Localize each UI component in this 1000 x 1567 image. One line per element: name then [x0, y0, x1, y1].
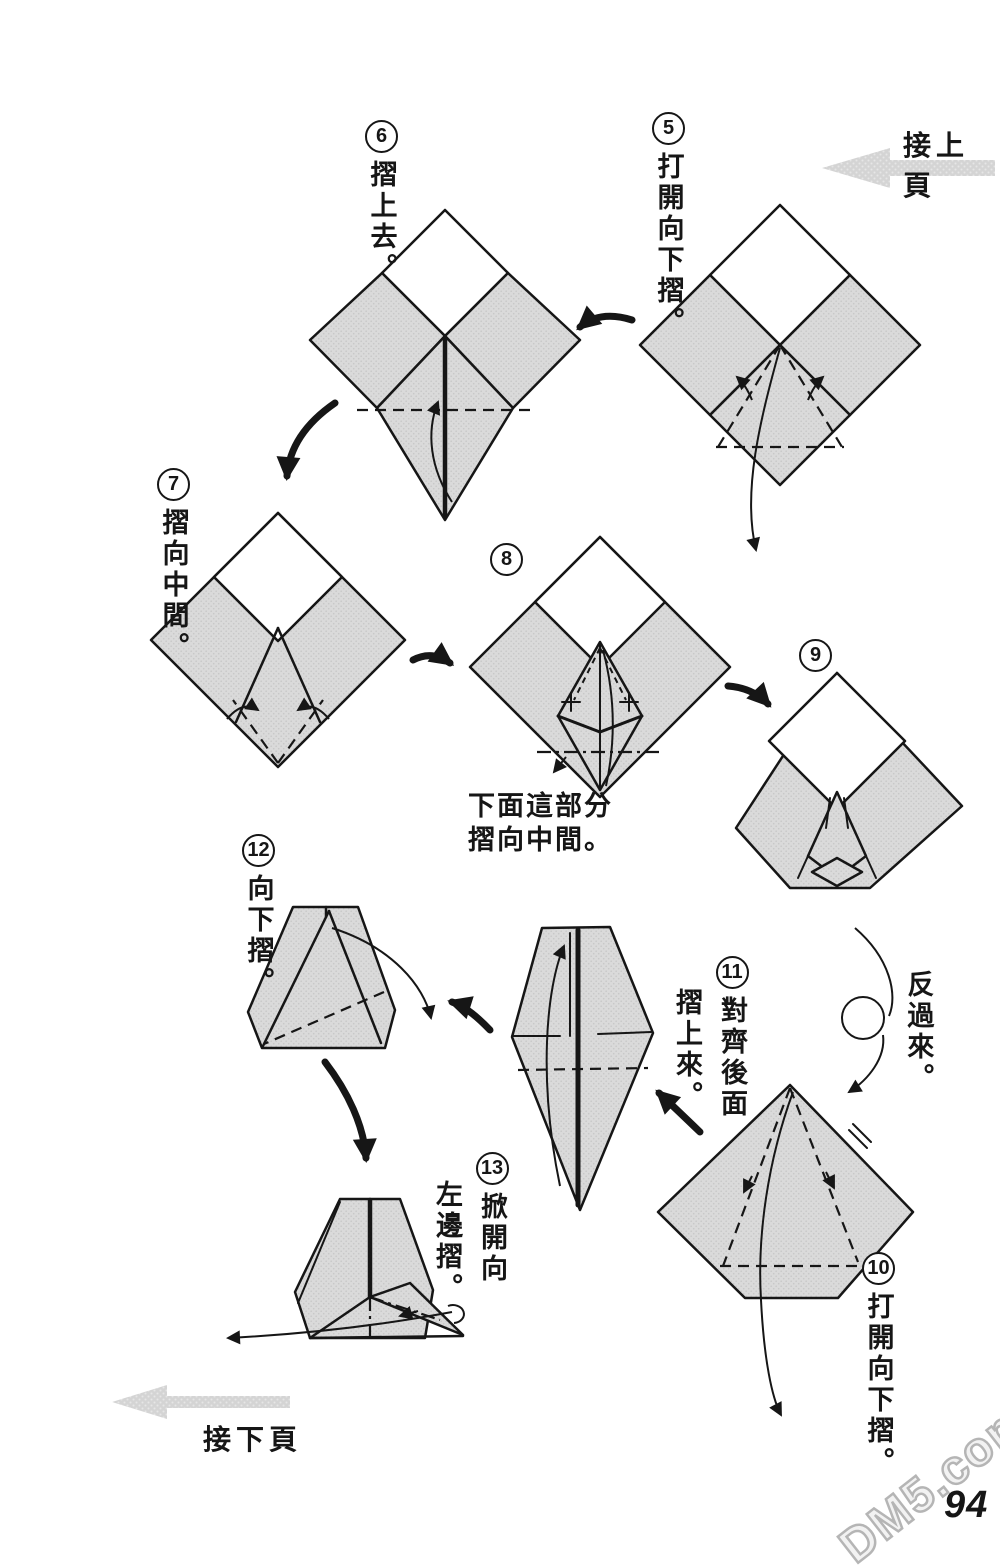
- prev-page-label: 接上頁: [903, 130, 970, 201]
- step-5-number-badge: 5: [652, 112, 685, 145]
- step-6-label: 6 摺上去。: [365, 120, 398, 284]
- step-7-label: 7 摺向中間。: [157, 468, 190, 663]
- step-11-number-badge: 11: [715, 956, 749, 989]
- step-9-number-badge: 9: [799, 639, 832, 672]
- step-8-figure: [468, 535, 732, 799]
- step-5-figure: [638, 203, 922, 552]
- page-number: 94: [944, 1484, 989, 1526]
- step-10-caption: 打開向下摺。: [863, 1292, 894, 1478]
- step-12-figure: [246, 905, 436, 1050]
- step-13-figure: [226, 1197, 465, 1345]
- flow-arrow-12-13: [321, 1058, 377, 1163]
- flow-arrow-5-6: [576, 305, 636, 331]
- step-8-note: 下面這部分 摺向中間。: [468, 790, 613, 858]
- step-13-caption-col2: 左邊摺。: [432, 1180, 462, 1304]
- step-6-figure: [308, 208, 582, 522]
- step-5-caption: 打開向下摺。: [653, 152, 684, 338]
- next-page-label: 接下頁: [203, 1424, 303, 1455]
- step-8-number-badge: 8: [490, 543, 523, 576]
- flow-arrow-10-11: [655, 1089, 704, 1136]
- step-7-figure: [149, 511, 407, 769]
- step-11-label: 11對齊後面 摺上來。: [668, 956, 752, 1120]
- step-13-label: 13掀開向 左邊摺。: [428, 1152, 512, 1304]
- step-6-caption: 摺上去。: [366, 160, 397, 284]
- flow-arrow-6-7: [276, 399, 339, 481]
- prev-page-arrow-icon: [822, 148, 995, 188]
- step-11-caption-col1: 11對齊後面: [713, 956, 752, 1120]
- step-11-figure: [510, 925, 655, 1212]
- flow-arrow-11-12: [447, 996, 494, 1034]
- step-6-number-badge: 6: [365, 120, 398, 153]
- step-7-caption: 摺向中間。: [158, 508, 189, 663]
- step-13-caption-col1: 13掀開向: [473, 1152, 512, 1304]
- step-10-label: 10 打開向下摺。: [862, 1252, 895, 1478]
- flow-arrow-7-8: [409, 642, 455, 667]
- step-9-figure: [734, 671, 964, 890]
- step-8-note-line1: 下面這部分: [468, 791, 613, 821]
- step-11-caption-col2: 摺上來。: [672, 988, 702, 1112]
- step-10-number-badge: 10: [862, 1252, 895, 1285]
- flip-over-note: 反過來。: [903, 970, 934, 1094]
- flow-arrow-8-9: [724, 681, 772, 708]
- step-12-number-badge: 12: [242, 834, 275, 867]
- step-7-number-badge: 7: [157, 468, 190, 501]
- step-12-caption: 向下摺。: [243, 874, 274, 998]
- step-5-label: 5 打開向下摺。: [652, 112, 685, 338]
- next-page-arrow-icon: [112, 1385, 290, 1419]
- step-13-number-badge: 13: [475, 1152, 509, 1185]
- step-12-label: 12 向下摺。: [242, 834, 275, 998]
- step-10-figure: [656, 1083, 915, 1417]
- flip-over-arrow-icon: [841, 927, 894, 1094]
- step-8-note-line2: 摺向中間。: [468, 824, 613, 855]
